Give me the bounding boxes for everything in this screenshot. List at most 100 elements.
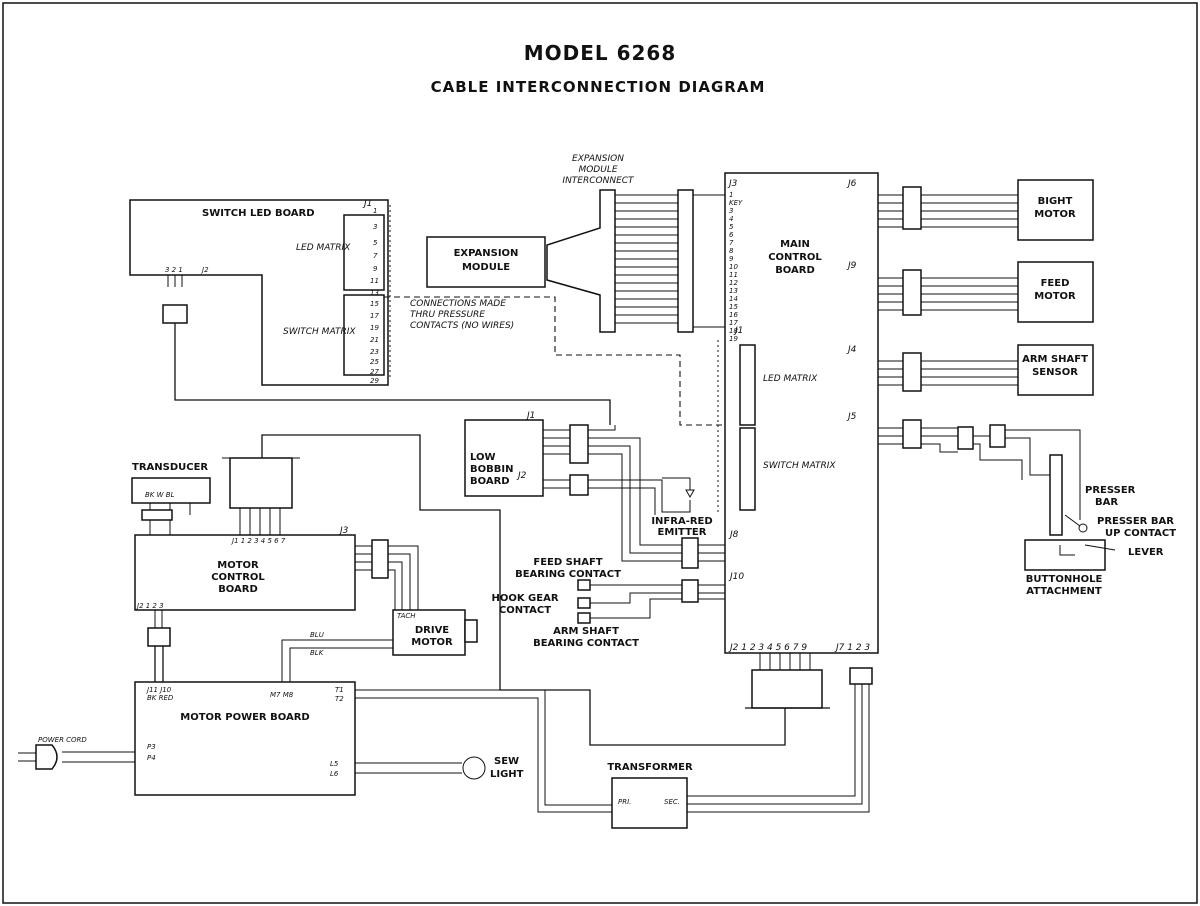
motor-control-j2: J2 1 2 3 (135, 602, 164, 610)
arm-shaft-sensor-box (1017, 344, 1094, 396)
interconnect-connector (546, 189, 616, 333)
power-plug-icon (35, 744, 58, 770)
main-j2-pins: J2 1 2 3 4 5 6 7 9 (728, 643, 807, 653)
main-switch-matrix-box (739, 427, 756, 511)
motor-control-j3: J3 (338, 526, 349, 536)
motor-power-p3: P3 (147, 743, 156, 751)
interconnect-label: MODULE (578, 165, 617, 175)
main-j3-pin-labels: 1 KEY 3 4 5 6 7 8 9 10 11 12 13 14 15 16… (729, 191, 743, 343)
motor-power-m: M7 M8 (270, 691, 294, 699)
transducer-label: TRANSDUCER (132, 462, 208, 473)
contact-plug (577, 612, 591, 624)
pin-label: 16 (729, 311, 738, 319)
expansion-module-label: EXPANSION (454, 248, 519, 259)
transformer-box (611, 777, 688, 829)
sew-light-label: LIGHT (490, 769, 524, 780)
main-j5-label: J5 (846, 412, 857, 422)
pin-label: 18 (729, 327, 738, 335)
low-bobbin-board: LOW BOBBIN BOARD J1 J2 INFRA-RED EMITTER (464, 411, 725, 569)
motor-control-j3-plug (371, 539, 389, 579)
presser-bar-group: PRESSER BAR PRESSER BAR UP CONTACT LEVER… (878, 419, 1176, 597)
pin-label: 27 (370, 368, 379, 376)
interconnect-ribbon (615, 194, 678, 324)
buttonhole-label: BUTTONHOLE (1026, 574, 1103, 585)
pin-label: 21 (370, 336, 379, 344)
motor-control-box (134, 534, 356, 611)
motor-power-board: MOTOR POWER BOARD J11 J10 BK RED M7 M8 T… (134, 681, 612, 813)
pin-label: 3 (729, 207, 733, 215)
bight-motor-plug (902, 186, 922, 230)
pin-label: 13 (370, 289, 379, 297)
main-j1-label: J1 (733, 326, 743, 336)
pin-label: KEY (729, 199, 743, 207)
switch-led-pin-labels: 1 3 5 7 9 11 13 15 17 19 21 23 25 27 29 (370, 207, 379, 385)
motor-power-p4: P4 (147, 754, 156, 762)
main-switch-matrix-label: SWITCH MATRIX (763, 461, 836, 471)
pin-label: 23 (370, 348, 379, 356)
diagram-subtitle: CABLE INTERCONNECTION DIAGRAM (431, 78, 766, 96)
main-j4-label: J4 (846, 345, 857, 355)
transducer: TRANSDUCER BK W BL (131, 462, 211, 535)
feed-motor-label: MOTOR (1034, 291, 1076, 302)
interconnect-label: EXPANSION (572, 154, 624, 164)
lever-label: LEVER (1128, 547, 1164, 558)
expansion-interconnect: EXPANSION MODULE INTERCONNECT (546, 154, 725, 333)
pin-label: 29 (370, 377, 379, 385)
motor-control-board: MOTOR CONTROL BOARD J1 1 2 3 4 5 6 7 J3 … (134, 434, 591, 720)
main-j10-label: J10 (728, 572, 744, 582)
pin-label: 13 (729, 287, 738, 295)
diagram-title: MODEL 6268 (524, 41, 677, 65)
drive-motor-blu: BLU (310, 631, 324, 639)
transducer-plug (141, 509, 173, 521)
motor-control-j2-plug (147, 627, 171, 647)
motor-control-label: BOARD (218, 584, 258, 595)
low-bobbin-box (464, 419, 544, 497)
pin-label: 1 (729, 191, 733, 199)
low-bobbin-label: LOW (470, 452, 496, 463)
pin-label: 10 (729, 263, 738, 271)
motor-control-label: CONTROL (211, 572, 265, 583)
pin-label: 5 (373, 239, 378, 247)
pin-label: 9 (373, 265, 378, 273)
main-j2-connector (751, 669, 823, 709)
drive-motor-blk: BLK (310, 649, 325, 657)
pin-label: 15 (370, 300, 379, 308)
main-board-label: MAIN (780, 239, 810, 250)
pin-label: 15 (729, 303, 738, 311)
switch-led-board-outline (129, 199, 389, 386)
presser-bar-contact-label: UP CONTACT (1105, 528, 1176, 539)
transformer: TRANSFORMER PRI. SEC. (607, 684, 870, 829)
transducer-box (131, 477, 211, 504)
bight-motor-group: BIGHT MOTOR (878, 179, 1094, 241)
feed-motor-box (1017, 261, 1094, 323)
switch-led-board: SWITCH LED BOARD J1 3 2 1 J2 LED MATRIX … (129, 199, 391, 386)
contact-plug (577, 579, 591, 591)
pin-label: 12 (729, 279, 738, 287)
motor-power-l6: L6 (330, 770, 339, 778)
sew-light-icon (462, 756, 486, 780)
presser-bar-contact-label: PRESSER BAR (1097, 516, 1174, 527)
main-j9-label: J9 (846, 261, 857, 271)
low-bobbin-label: BOBBIN (470, 464, 513, 475)
main-j7-pins: J7 1 2 3 (834, 643, 870, 653)
presser-bar-contact-icon (1078, 523, 1088, 533)
pin-label: 1 (373, 207, 377, 215)
switch-led-j2-pins: 3 2 1 (165, 266, 183, 274)
infra-red-label: INFRA-RED (651, 516, 712, 527)
motor-control-label: MOTOR (217, 560, 259, 571)
pin-label: 4 (729, 215, 733, 223)
presser-bar-shaft (1049, 454, 1063, 536)
transducer-pins: BK W BL (145, 491, 175, 499)
sew-light-label: SEW (494, 756, 519, 767)
pin-label: 3 (373, 223, 377, 231)
pin-label: 11 (729, 271, 738, 279)
feed-shaft-label: FEED SHAFT (533, 557, 602, 568)
bight-motor-label: BIGHT (1038, 196, 1073, 207)
infra-red-diode-icon (685, 489, 695, 499)
switch-led-board-label: SWITCH LED BOARD (202, 208, 315, 219)
main-control-board: MAIN CONTROL BOARD J3 J6 J9 J4 J5 J1 J8 … (589, 172, 879, 746)
motor-control-ribbon-connector (229, 457, 293, 509)
pin-label: 7 (373, 252, 378, 260)
led-matrix-box (343, 214, 385, 291)
